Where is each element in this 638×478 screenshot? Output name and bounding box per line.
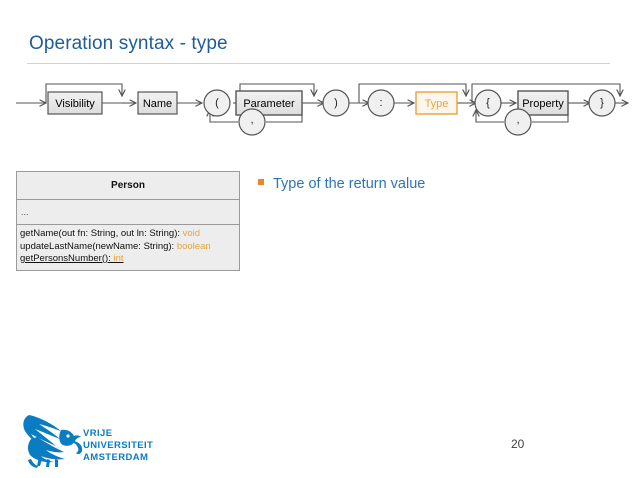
logo-line-1: VRIJE	[83, 428, 112, 439]
logo-line-3: AMSTERDAM	[83, 452, 148, 463]
syntax-node-parameter: Parameter	[235, 90, 303, 116]
uml-operation-return-type: void	[182, 228, 201, 239]
syntax-terminal-lbrace-label: {	[486, 97, 490, 109]
syntax-node-name: Name	[137, 91, 178, 115]
uml-operation-signature: getName(out fn: String, out ln: String):	[20, 228, 183, 239]
syntax-terminal-colon: :	[367, 89, 395, 117]
syntax-node-parameter-label: Parameter	[243, 98, 295, 110]
syntax-terminal-rparen-label: )	[334, 97, 338, 109]
syntax-node-name-label: Name	[143, 98, 172, 110]
uml-class-name: Person	[17, 172, 239, 200]
uml-operation-return-type: boolean	[176, 240, 211, 252]
syntax-terminal-rbrace: }	[588, 89, 616, 117]
square-bullet-icon	[258, 179, 264, 185]
syntax-separator-property-comma: ,	[504, 108, 532, 136]
syntax-terminal-lparen-label: (	[215, 97, 219, 109]
syntax-node-visibility: Visibility	[47, 91, 103, 115]
syntax-separator-parameter-comma: ,	[238, 108, 266, 136]
syntax-terminal-rbrace-label: }	[600, 97, 604, 109]
bullet-list: Type of the return value	[258, 175, 598, 193]
uml-operation-row: updateLastName(newName: String): boolean	[20, 241, 236, 254]
uml-class-box: Person ... getName(out fn: String, out l…	[16, 171, 240, 271]
syntax-terminal-lparen: (	[203, 89, 231, 117]
list-item: Type of the return value	[258, 175, 598, 193]
vu-amsterdam-logo: VRIJE UNIVERSITEIT AMSTERDAM	[17, 409, 157, 471]
syntax-node-visibility-label: Visibility	[55, 98, 95, 110]
uml-class-operations: getName(out fn: String, out ln: String):…	[17, 225, 239, 270]
uml-operation-row-static: getPersonsNumber(): int	[20, 253, 236, 266]
syntax-node-property-label: Property	[522, 98, 564, 110]
syntax-separator-parameter-comma-label: ,	[250, 114, 253, 126]
page-title: Operation syntax - type	[29, 33, 228, 54]
page-number: 20	[511, 437, 525, 451]
syntax-terminal-lbrace: {	[474, 89, 502, 117]
griffin-icon	[23, 415, 83, 468]
syntax-node-property: Property	[517, 90, 569, 116]
uml-operation-signature: getPersonsNumber():	[20, 253, 114, 264]
syntax-terminal-rparen: )	[322, 89, 350, 117]
logo-line-2: UNIVERSITEIT	[83, 440, 153, 451]
uml-class-attributes: ...	[17, 200, 239, 225]
syntax-separator-property-comma-label: ,	[516, 114, 519, 126]
uml-operation-signature: updateLastName(newName: String):	[20, 240, 177, 252]
syntax-terminal-colon-label: :	[379, 97, 382, 109]
syntax-node-type: Type	[415, 91, 458, 115]
title-divider	[27, 63, 610, 64]
operation-syntax-diagram: Visibility Name Parameter Type Property …	[14, 70, 630, 136]
uml-operation-row: getName(out fn: String, out ln: String):…	[20, 228, 236, 241]
bullet-text: Type of the return value	[273, 176, 426, 192]
uml-operation-return-type: int	[113, 253, 124, 264]
syntax-node-type-label: Type	[425, 98, 449, 110]
